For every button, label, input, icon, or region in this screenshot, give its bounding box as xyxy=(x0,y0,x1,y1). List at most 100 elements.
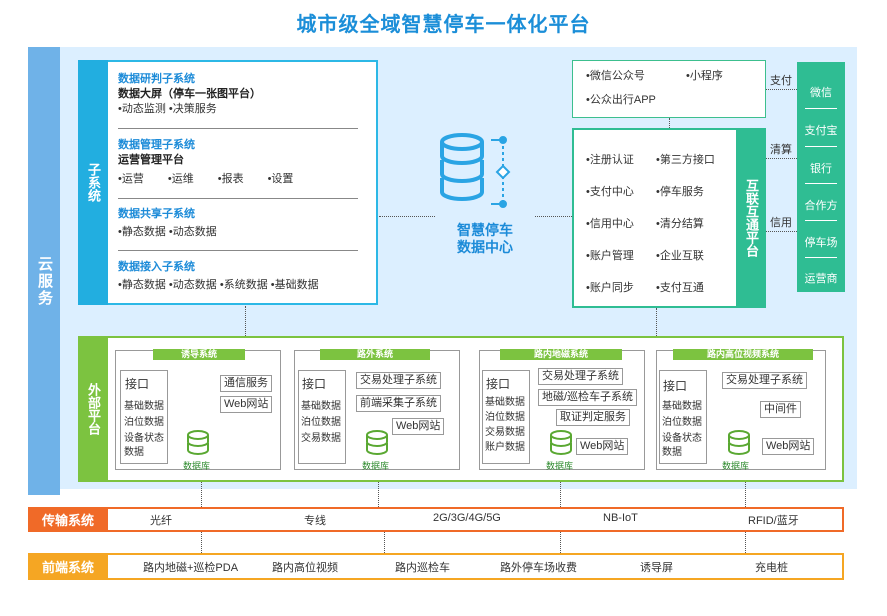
database-label: 数据库 xyxy=(546,461,574,471)
partner-divider xyxy=(805,257,837,258)
credit-connector-label: 信用 xyxy=(770,217,792,229)
connector-line xyxy=(766,158,797,159)
section-item: •静态数据 xyxy=(118,226,166,238)
interface-label: 接口 xyxy=(125,377,150,391)
interop-label: 互联互通平台 xyxy=(736,128,766,308)
section-divider xyxy=(118,250,358,251)
partner-item: 运营商 xyxy=(804,273,838,285)
service-box: 通信服务 xyxy=(220,375,272,392)
database-icon xyxy=(187,430,209,455)
database-hub-icon xyxy=(440,133,511,208)
interop-item: •账户同步 xyxy=(586,282,634,294)
interop-item: •第三方接口 xyxy=(656,154,715,166)
frontend-item: 路外停车场收费 xyxy=(500,562,577,574)
interface-box xyxy=(298,370,346,464)
section-item: •动态监测 xyxy=(118,103,166,115)
system-title: 路内地磁系统 xyxy=(500,349,622,360)
data-item: 基础数据 xyxy=(301,401,341,412)
section-divider xyxy=(118,128,358,129)
transport-item: NB-IoT xyxy=(603,512,638,524)
connector-line xyxy=(560,532,561,553)
connector-line xyxy=(201,532,202,553)
interop-item: •账户管理 xyxy=(586,250,634,262)
data-center-label: 智慧停车 数据中心 xyxy=(435,222,535,256)
section-item: •基础数据 xyxy=(270,279,319,291)
page-title: 城市级全域智慧停车一体化平台 xyxy=(296,14,591,36)
interop-item: •支付互通 xyxy=(656,282,704,294)
data-item: 交易数据 xyxy=(485,427,525,438)
database-label: 数据库 xyxy=(722,461,750,471)
connector-line xyxy=(669,118,670,128)
section-item: •报表 xyxy=(217,173,244,185)
frontend-label: 前端系统 xyxy=(28,553,108,580)
system-title: 诱导系统 xyxy=(153,349,245,360)
frontend-item: 路内巡检车 xyxy=(395,562,450,574)
data-item: 数据 xyxy=(124,447,144,458)
interop-item: •企业互联 xyxy=(656,250,704,262)
partner-divider xyxy=(805,183,837,184)
service-box: 交易处理子系统 xyxy=(538,368,623,385)
partner-divider xyxy=(805,220,837,221)
partner-divider xyxy=(805,146,837,147)
data-item: 数据 xyxy=(662,447,682,458)
section-header: 数据管理子系统 xyxy=(118,139,195,151)
system-title: 路内高位视频系统 xyxy=(673,349,813,360)
data-item: 泊位数据 xyxy=(485,412,525,423)
interface-box xyxy=(482,370,530,464)
data-center-line1: 智慧停车 xyxy=(457,222,513,238)
section-access: 数据接入子系统 •静态数据 •动态数据 •系统数据 •基础数据 xyxy=(118,260,373,293)
clear-connector-label: 清算 xyxy=(770,144,792,156)
section-analysis: 数据研判子系统 数据大屏（停车一张图平台） •动态监测 •决策服务 xyxy=(118,72,368,117)
partner-column: 微信 支付宝 银行 合作方 停车场 运营商 xyxy=(797,62,845,292)
section-sharing: 数据共享子系统 •静态数据 •动态数据 xyxy=(118,207,368,240)
connector-line xyxy=(384,532,385,553)
transport-label: 传输系统 xyxy=(28,507,108,532)
interop-item: •注册认证 xyxy=(586,154,634,166)
interop-item: •信用中心 xyxy=(586,218,634,230)
data-item: 泊位数据 xyxy=(124,417,164,428)
section-header: 数据接入子系统 xyxy=(118,261,195,273)
section-item: •静态数据 xyxy=(118,279,166,291)
partner-item: 银行 xyxy=(810,163,832,175)
data-item: 基础数据 xyxy=(662,401,702,412)
data-center-line2: 数据中心 xyxy=(457,239,513,255)
connector-line xyxy=(745,482,746,507)
connector-line xyxy=(535,216,572,217)
system-title: 路外系统 xyxy=(320,349,430,360)
service-box: Web网站 xyxy=(392,418,445,435)
external-platform-label: 外部平台 xyxy=(78,336,108,482)
connector-line xyxy=(201,482,202,507)
channel-item: •公众出行APP xyxy=(586,94,656,106)
transport-item: 2G/3G/4G/5G xyxy=(433,512,501,524)
channel-item: •小程序 xyxy=(686,70,723,82)
interface-label: 接口 xyxy=(302,377,327,391)
data-item: 泊位数据 xyxy=(301,417,341,428)
data-item: 设备状态 xyxy=(124,433,164,444)
transport-item: 光纤 xyxy=(150,515,172,527)
section-header: 数据共享子系统 xyxy=(118,208,195,220)
transport-item: RFID/蓝牙 xyxy=(748,515,799,527)
section-item: •系统数据 xyxy=(219,279,268,291)
section-item: •设置 xyxy=(267,173,294,185)
partner-item: 合作方 xyxy=(804,200,838,212)
interface-box xyxy=(120,370,168,464)
connector-line xyxy=(766,231,797,232)
connector-line xyxy=(378,482,379,507)
pay-connector-label: 支付 xyxy=(770,75,792,87)
section-management: 数据管理子系统 运营管理平台 •运营 •运维 •报表 •设置 xyxy=(118,138,368,187)
service-box: 地磁/巡检车子系统 xyxy=(538,389,638,406)
frontend-item: 路内高位视频 xyxy=(272,562,338,574)
partner-item: 支付宝 xyxy=(804,125,838,137)
database-label: 数据库 xyxy=(362,461,390,471)
connector-line xyxy=(656,308,657,336)
interop-item: •清分结算 xyxy=(656,218,704,230)
service-box: 交易处理子系统 xyxy=(722,372,807,389)
database-icon xyxy=(550,430,572,455)
partner-divider xyxy=(805,108,837,109)
data-item: 基础数据 xyxy=(485,397,525,408)
public-channel-box xyxy=(572,60,766,118)
service-box: Web网站 xyxy=(762,438,815,455)
database-icon xyxy=(366,430,388,455)
connector-line xyxy=(766,89,797,90)
section-item: •决策服务 xyxy=(168,103,217,115)
